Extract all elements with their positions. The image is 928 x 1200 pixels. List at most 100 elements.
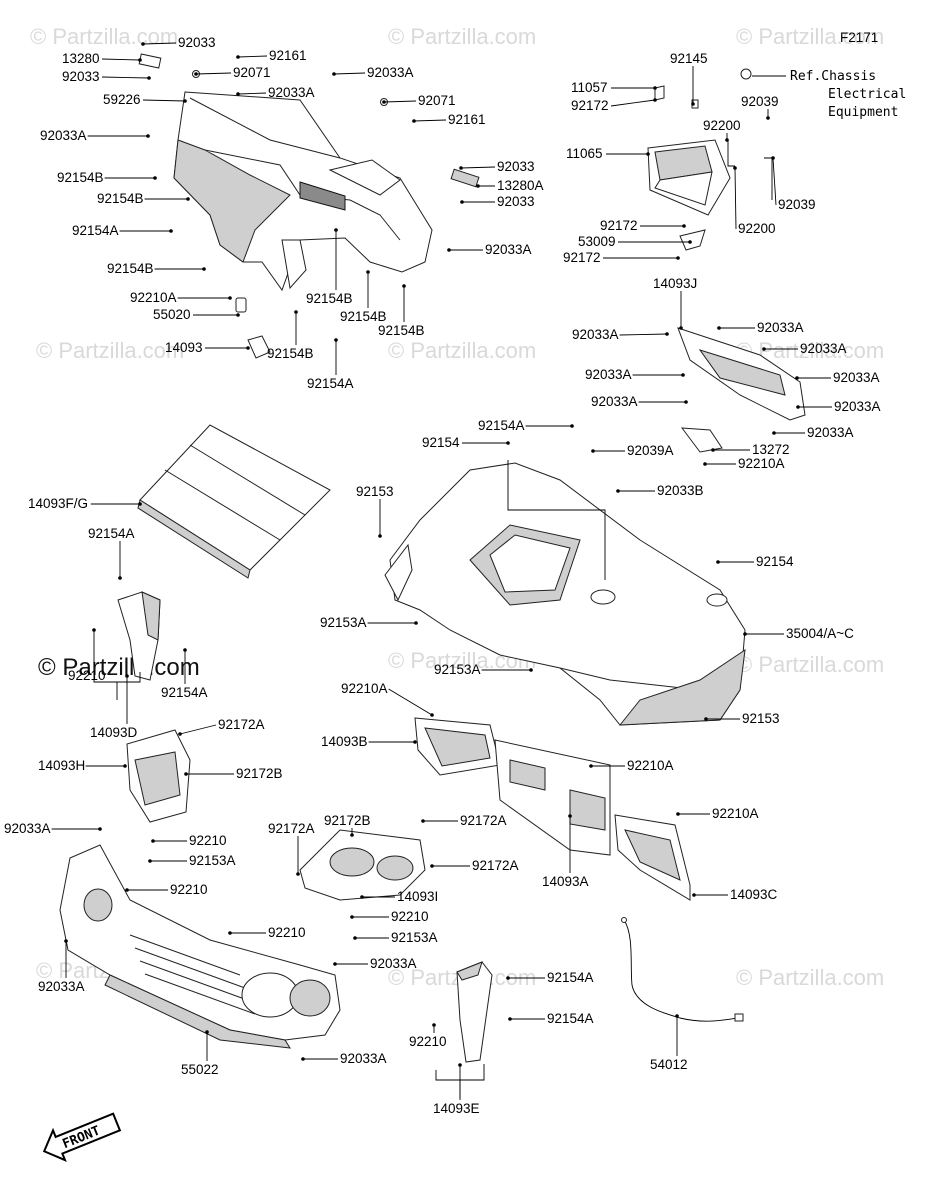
part-number-label: 14093H: [38, 758, 85, 773]
watermark: © Partzilla.com: [36, 338, 184, 363]
fastener-dot: [459, 166, 463, 170]
callout-l34: 92039: [771, 156, 816, 212]
callout-l26: 92154B: [267, 310, 314, 361]
callout-l94: 14093E: [433, 1063, 480, 1116]
leader-line: [237, 55, 268, 58]
fastener-dot: [350, 833, 354, 837]
callout-l27: 92154A: [307, 338, 354, 391]
callout-l47: 92033A: [772, 425, 854, 440]
part-number-label: 92033A: [340, 1051, 387, 1066]
fastener-dot: [570, 424, 574, 428]
fastener-dot: [153, 176, 157, 180]
callout-l06: 92071: [194, 65, 271, 80]
part-number-label: 92039: [778, 197, 816, 212]
leader-line: [142, 99, 186, 102]
fastener-dot: [684, 400, 688, 404]
fastener-dot: [506, 976, 510, 980]
callout-l70: 92210A: [589, 758, 674, 773]
fastener-dot: [762, 347, 766, 351]
fastener-dot: [333, 962, 337, 966]
fastener-dot: [772, 431, 776, 435]
part-number-label: 92172A: [472, 858, 519, 873]
callout-l86: 92033A: [333, 956, 417, 971]
part-number-label: 92172A: [268, 821, 315, 836]
fastener-dot: [795, 376, 799, 380]
watermark: © Partzilla.com: [388, 338, 536, 363]
part-number-label: 92153A: [189, 853, 236, 868]
leader-line: [460, 166, 496, 169]
fastener-dot: [679, 326, 683, 330]
part-number-label: 92210A: [712, 806, 759, 821]
part-number-label: 92033A: [367, 65, 414, 80]
fastener-dot: [412, 119, 416, 123]
leader-line: [101, 76, 150, 79]
front-arrow-icon: [42, 1112, 122, 1162]
fastener-dot: [296, 872, 300, 876]
part-number-label: 92210A: [738, 456, 785, 471]
part-number-label: 92210: [189, 833, 227, 848]
part-number-label: 53009: [578, 234, 616, 249]
part-number-label: 92071: [233, 65, 271, 80]
callout-l77: 92153A: [148, 853, 236, 868]
callout-l18: 92033A: [447, 242, 532, 257]
fastener-dot: [676, 812, 680, 816]
part-number-label: 14093I: [397, 889, 438, 904]
callout-l38: 92172: [563, 250, 680, 265]
callout-l33: 11065: [566, 146, 650, 161]
part-number-label: 92033A: [800, 341, 847, 356]
callout-l15: 92154B: [97, 191, 190, 206]
part-number-label: 92154A: [547, 970, 594, 985]
leader-line: [383, 100, 417, 103]
fastener-dot: [691, 102, 695, 106]
part-number-label: 92154B: [306, 291, 353, 306]
callout-l75: 92172A: [268, 821, 315, 876]
part-number-label: 92210: [68, 668, 106, 683]
fastener-dot: [591, 449, 595, 453]
callout-l44: 92033A: [795, 370, 880, 385]
fastener-dot: [688, 240, 692, 244]
callout-l11: 92033A: [40, 128, 150, 143]
callout-l30: 92172: [571, 98, 657, 113]
part-number-label: 92172B: [236, 766, 283, 781]
part-number-label: 92071: [418, 93, 456, 108]
fastener-dot: [169, 229, 173, 233]
ref-note-line-3: Equipment: [828, 105, 898, 120]
part-number-label: 13280A: [497, 178, 544, 193]
callout-l25: 14093: [165, 340, 250, 355]
leader-line: [610, 99, 656, 107]
fastener-dot: [294, 310, 298, 314]
part-number-label: 92033A: [572, 327, 619, 342]
part-number-label: 92033A: [807, 425, 854, 440]
callout-l03: 92161: [236, 48, 307, 63]
fastener-dot: [92, 628, 96, 632]
callout-l72: 92172B: [324, 813, 371, 837]
part-number-label: 92033A: [38, 979, 85, 994]
part-number-label: 13272: [752, 442, 790, 457]
fastener-dot: [350, 915, 354, 919]
figure-code: F2171: [840, 30, 878, 45]
part-number-label: 14093: [165, 340, 203, 355]
callout-l31: 92039: [741, 94, 779, 120]
part-number-label: 92161: [448, 112, 486, 127]
leader-line: [237, 92, 267, 95]
callout-l29: 11057: [571, 80, 657, 95]
callout-l16: 92033: [460, 194, 535, 209]
leader-line: [101, 58, 141, 61]
part-front-grille-55022: [59, 844, 341, 1049]
callout-l87: 92154A: [506, 970, 594, 985]
callout-l37: 53009: [578, 234, 692, 249]
fastener-dot: [228, 296, 232, 300]
fastener-dot: [771, 156, 775, 160]
fastener-dot: [430, 864, 434, 868]
watermark: © Partzilla.com: [30, 24, 178, 49]
fastener-dot: [236, 313, 240, 317]
callout-l79: 14093A: [542, 814, 589, 889]
callout-l66: 92172A: [178, 717, 265, 736]
fastener-dot: [675, 1014, 679, 1018]
fastener-dot: [766, 116, 770, 120]
callout-l85: 92153A: [353, 930, 438, 945]
part-number-label: 92154B: [97, 191, 144, 206]
fastener-dot: [141, 42, 145, 46]
fastener-dot: [413, 740, 417, 744]
